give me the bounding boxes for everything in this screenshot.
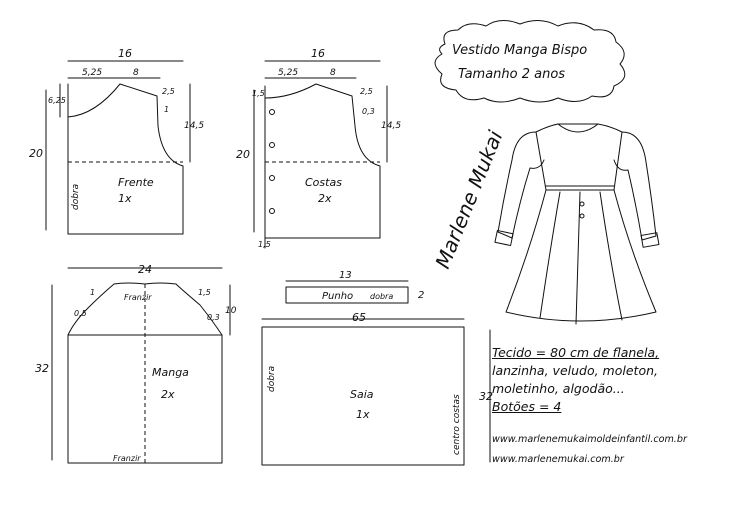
frente-armhole-label: 14,5	[184, 121, 204, 131]
costas-neck-label: 5,25	[278, 68, 298, 78]
manga-cap-left-label: 1	[90, 288, 95, 297]
saia-center-label: centro costas	[452, 394, 462, 455]
manga-width-label: 24	[138, 263, 152, 276]
costas-shoulder-label: 8	[330, 68, 336, 78]
costas-name: Costas	[305, 176, 342, 189]
punho-height-label: 2	[418, 290, 424, 301]
manga-cap-right-label: 1,5	[198, 288, 211, 297]
saia-fold-label: dobra	[267, 366, 277, 392]
manga-name: Manga	[152, 366, 189, 379]
manga-cap-right2-label: 0,3	[207, 313, 220, 322]
notes-botoes: Botões = 4	[492, 399, 562, 414]
manga-cap-left2-label: 0,5	[74, 309, 87, 318]
punho-length-label: 13	[339, 270, 352, 281]
frente-height-label: 20	[29, 147, 43, 160]
frente-armhole-curve-label: 1	[164, 105, 169, 114]
saia-width-label: 65	[352, 311, 366, 324]
punho-name: Punho	[322, 291, 353, 302]
title-line1: Vestido Manga Bispo	[452, 43, 587, 58]
punho-fold-label: dobra	[370, 292, 393, 301]
url-secondary[interactable]: www.marlenemukai.com.br	[492, 454, 624, 465]
costas-width-label: 16	[311, 47, 325, 60]
costas-count: 2x	[318, 192, 332, 205]
manga-gather-top: Franzir	[124, 293, 152, 302]
costas-armhole-curve-label: 0,3	[362, 107, 375, 116]
punho-piece: 13 Punho dobra 2	[285, 270, 424, 304]
frente-neck-label: 5,25	[82, 68, 102, 78]
frente-piece: 16 5,25 8 6,25 2,5 1 14,5 20 dobra Frent…	[29, 47, 204, 235]
costas-height-label: 20	[236, 148, 250, 161]
frente-count: 1x	[118, 192, 132, 205]
button-mark-2	[269, 142, 275, 148]
title-line2: Tamanho 2 anos	[458, 67, 565, 82]
frente-shoulder-label: 8	[133, 68, 139, 78]
notes-line3: moletinho, algodão...	[492, 381, 625, 396]
manga-count: 2x	[161, 388, 175, 401]
costas-piece: 16 5,25 8 1,5 2,5 0,3 14,5 20 1,5 Costas…	[236, 47, 401, 249]
frente-width-label: 16	[118, 47, 132, 60]
frente-name: Frente	[118, 176, 154, 189]
costas-neck-depth-label: 1,5	[252, 89, 265, 98]
costas-shoulder-drop-label: 2,5	[360, 87, 373, 96]
signature: Marlene Mukai	[430, 127, 507, 272]
dress-illustration	[494, 123, 660, 325]
notes-line2: lanzinha, veludo, moleton,	[492, 363, 658, 378]
manga-cap-height-label: 10	[225, 306, 237, 316]
costas-armhole-label: 14,5	[381, 121, 401, 131]
manga-piece: 24 Franzir 1 1,5 0,5 0,3 10 32 Manga 2x …	[35, 263, 237, 464]
fabric-notes: Tecido = 80 cm de flanela, lanzinha, vel…	[492, 344, 732, 416]
website-links: www.marlenemukaimoldeinfantil.com.br www…	[492, 430, 732, 470]
url-primary[interactable]: www.marlenemukaimoldeinfantil.com.br	[492, 434, 687, 445]
notes-tecido: Tecido = 80 cm de flanela,	[492, 345, 660, 360]
frente-fold-label: dobra	[71, 184, 81, 210]
saia-count: 1x	[356, 408, 370, 421]
manga-length-label: 32	[35, 362, 49, 375]
manga-gather-bottom: Franzir	[113, 454, 141, 463]
frente-shoulder-drop-label: 2,5	[162, 87, 175, 96]
saia-height-label: 32	[479, 390, 493, 403]
saia-piece: 65 32 dobra centro costas Saia 1x	[261, 311, 493, 466]
frente-neck-depth-label: 6,25	[48, 96, 66, 105]
button-mark-4	[269, 208, 275, 214]
button-mark-1	[269, 109, 275, 115]
saia-name: Saia	[350, 388, 374, 401]
button-mark-3	[269, 175, 275, 181]
title-cloud: Vestido Manga Bispo Tamanho 2 anos	[434, 20, 626, 103]
costas-bottom-label: 1,5	[258, 240, 271, 249]
